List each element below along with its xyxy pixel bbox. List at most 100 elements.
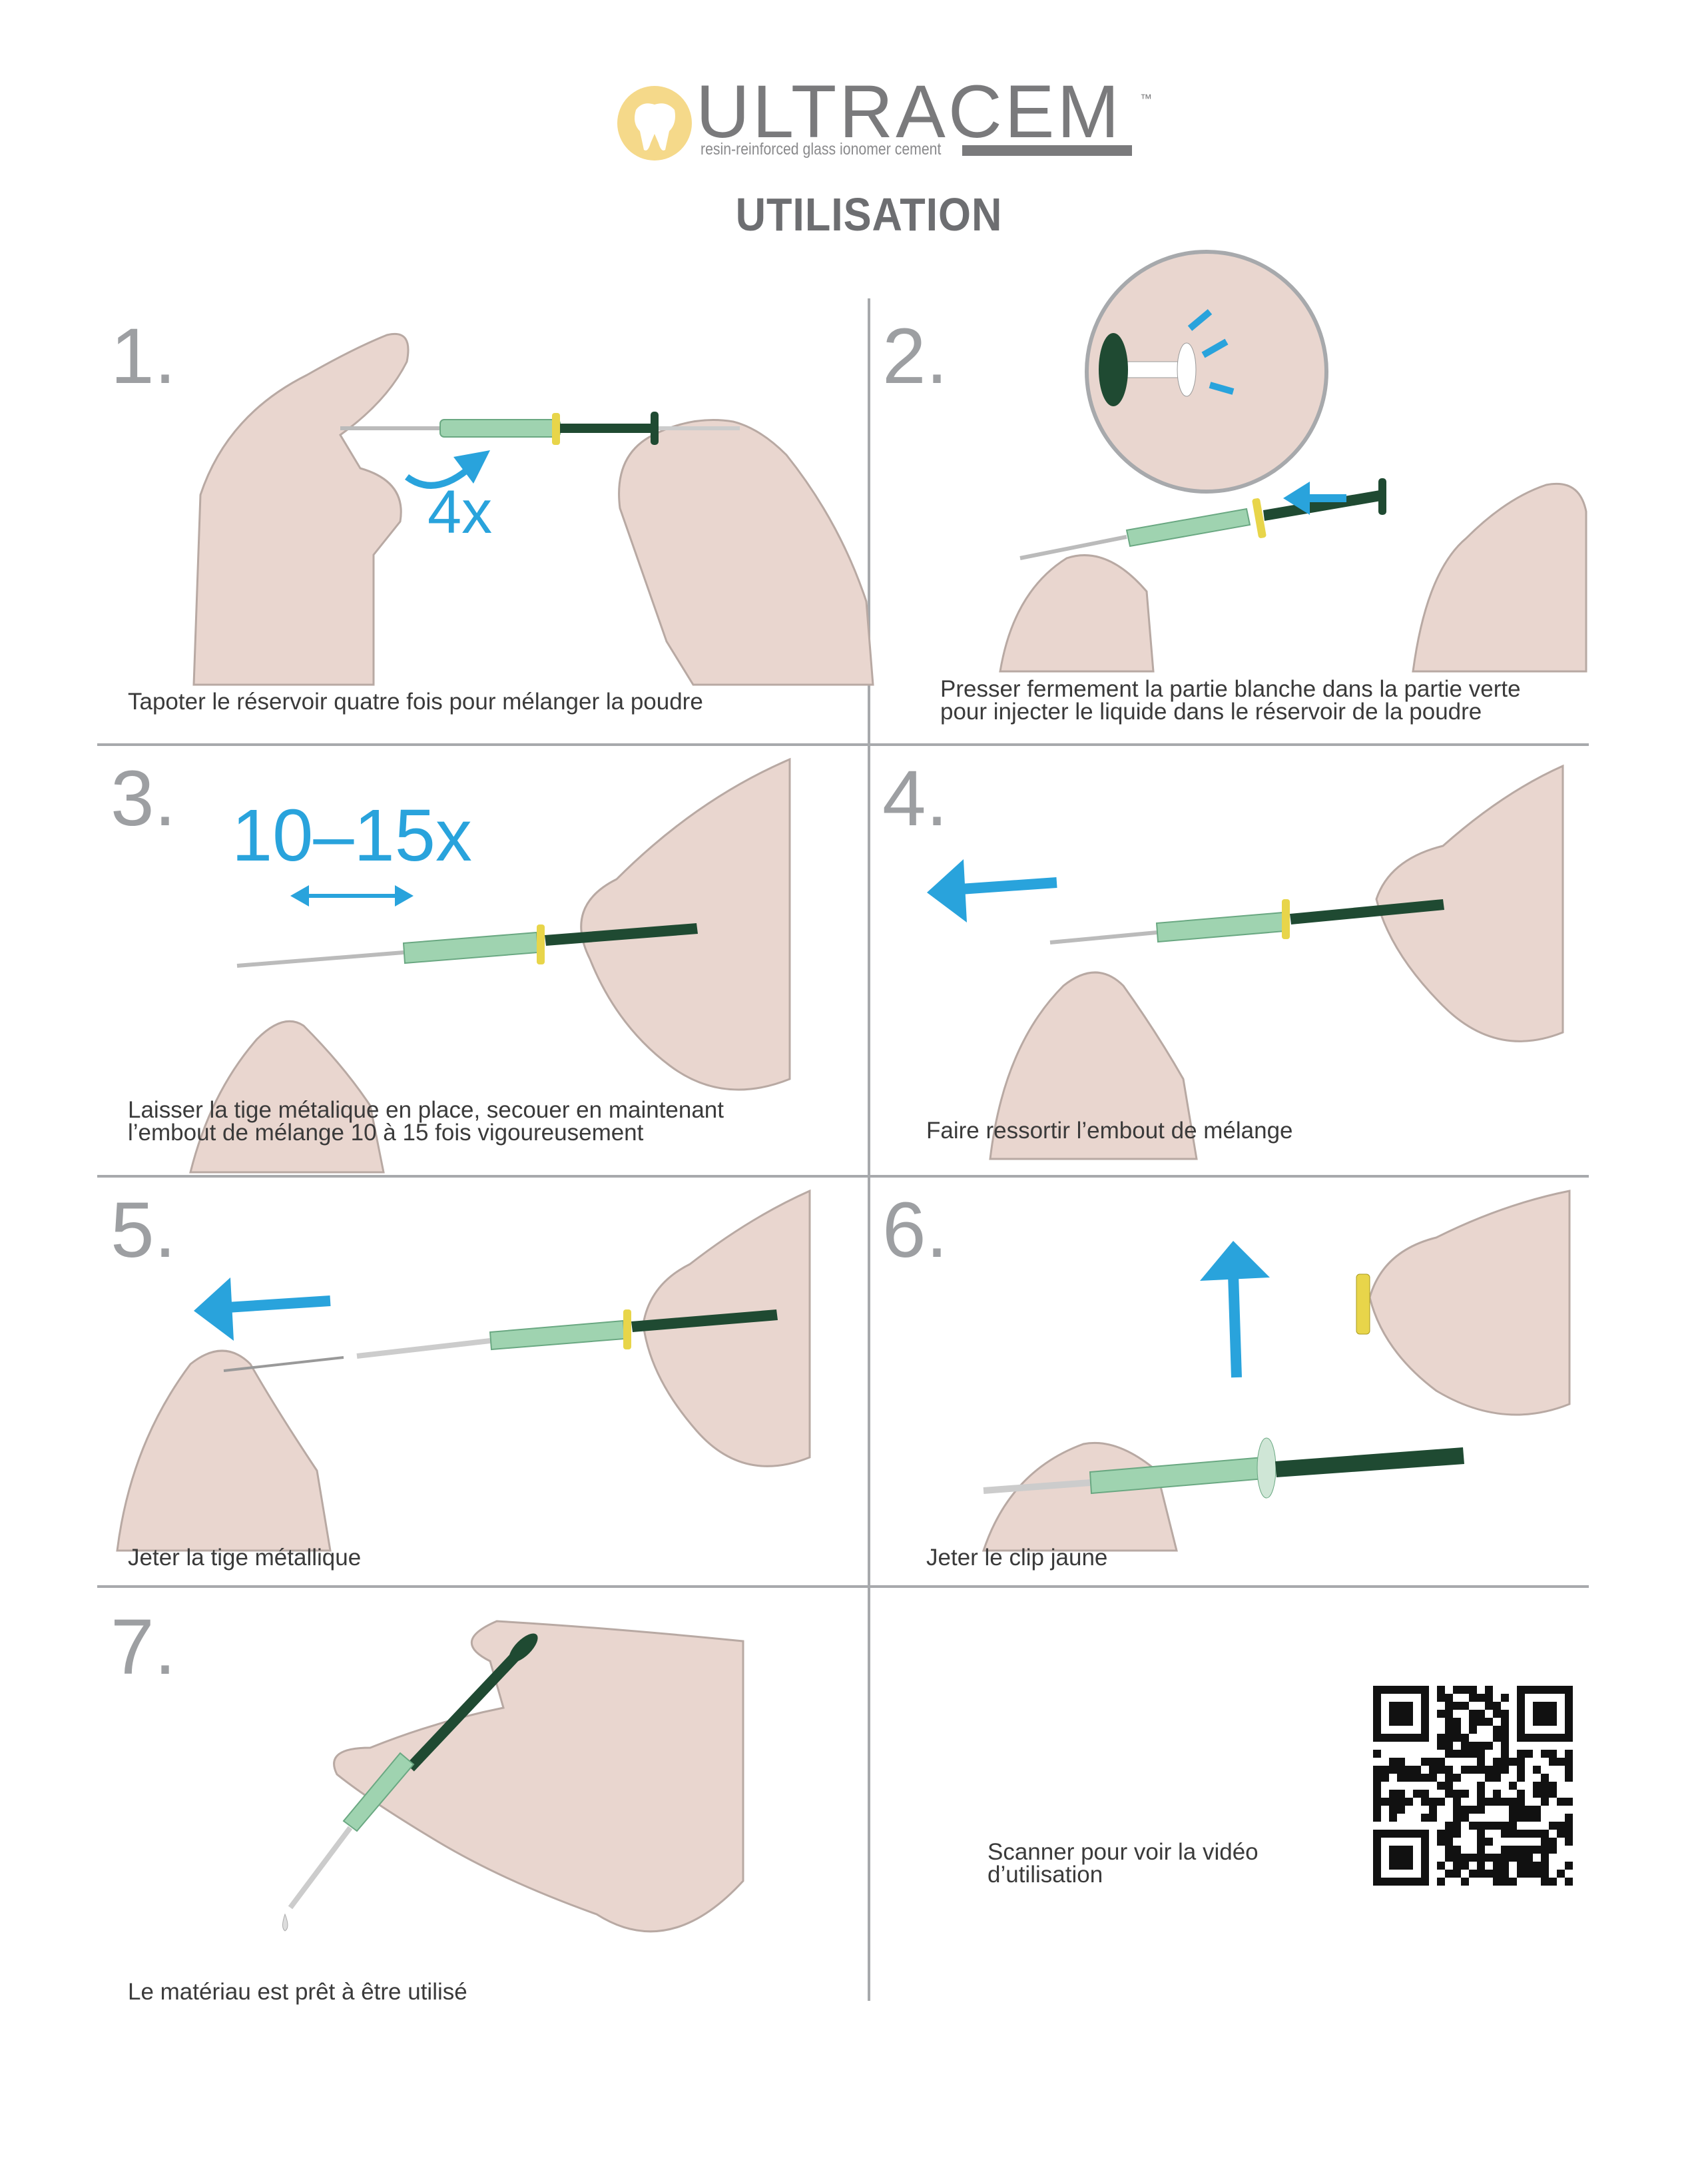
qr-panel: Scanner pour voir la vidéo d’utilisation	[870, 1588, 1588, 2001]
qr-module	[1565, 1750, 1573, 1758]
step-caption: Presser fermement la partie blanche dans…	[940, 677, 1521, 723]
step-4: 4. Faire ressortir l’embout de mélange	[870, 746, 1588, 1175]
qr-module	[1533, 1766, 1541, 1774]
qr-module	[1397, 1798, 1405, 1806]
qr-module	[1461, 1806, 1469, 1814]
qr-module	[1501, 1830, 1509, 1838]
qr-module	[1453, 1814, 1461, 1822]
qr-module	[1485, 1774, 1493, 1782]
qr-module	[1533, 1806, 1541, 1814]
qr-module	[1469, 1870, 1477, 1878]
qr-module	[1373, 1798, 1381, 1806]
qr-module	[1437, 1862, 1445, 1870]
qr-module	[1477, 1750, 1485, 1758]
qr-module	[1493, 1710, 1501, 1718]
qr-module	[1509, 1822, 1517, 1830]
qr-module	[1541, 1798, 1549, 1806]
qr-module	[1429, 1814, 1437, 1822]
qr-module	[1477, 1694, 1485, 1702]
qr-module	[1389, 1766, 1397, 1774]
qr-module	[1549, 1750, 1557, 1758]
row-divider	[97, 1585, 1589, 1588]
qr-module	[1557, 1830, 1565, 1838]
qr-module	[1565, 1814, 1573, 1822]
qr-module	[1493, 1862, 1501, 1870]
qr-module	[1469, 1854, 1477, 1862]
qr-module	[1413, 1790, 1421, 1798]
qr-module	[1501, 1822, 1509, 1830]
qr-module	[1461, 1790, 1469, 1798]
qr-module	[1485, 1854, 1493, 1862]
qr-module	[1445, 1790, 1453, 1798]
qr-module	[1501, 1798, 1509, 1806]
qr-module	[1421, 1774, 1429, 1782]
qr-module	[1517, 1766, 1525, 1774]
qr-module	[1445, 1718, 1453, 1726]
qr-module	[1565, 1822, 1573, 1830]
qr-module	[1453, 1726, 1461, 1734]
qr-module	[1541, 1782, 1549, 1790]
double-arrow-icon	[290, 885, 414, 907]
qr-module	[1421, 1814, 1429, 1822]
qr-module	[1461, 1702, 1469, 1710]
qr-module	[1557, 1758, 1565, 1766]
step-6: 6. Jeter le clip jaune	[870, 1178, 1588, 1585]
qr-module	[1445, 1750, 1453, 1758]
qr-module	[1437, 1758, 1445, 1766]
qr-module	[1373, 1766, 1381, 1774]
qr-code[interactable]	[1373, 1686, 1573, 1886]
qr-module	[1461, 1742, 1469, 1750]
qr-module	[1533, 1862, 1541, 1870]
qr-module	[1485, 1822, 1493, 1830]
qr-module	[1437, 1838, 1445, 1846]
qr-module	[1493, 1878, 1501, 1886]
qr-module	[1373, 1790, 1381, 1798]
qr-module	[1493, 1758, 1501, 1766]
qr-module	[1477, 1830, 1485, 1838]
qr-module	[1517, 1806, 1525, 1814]
qr-module	[1381, 1774, 1389, 1782]
qr-module	[1389, 1806, 1397, 1814]
qr-module	[1549, 1822, 1557, 1830]
qr-module	[1445, 1830, 1453, 1838]
qr-module	[1541, 1854, 1549, 1862]
qr-module	[1429, 1758, 1437, 1766]
qr-module	[1517, 1790, 1525, 1798]
qr-module	[1469, 1726, 1477, 1734]
qr-module	[1397, 1790, 1405, 1798]
qr-module	[1397, 1758, 1405, 1766]
qr-module	[1509, 1814, 1517, 1822]
qr-module	[1493, 1726, 1501, 1734]
qr-module	[1453, 1774, 1461, 1782]
qr-module	[1541, 1830, 1549, 1838]
qr-module	[1421, 1758, 1429, 1766]
qr-module	[1541, 1862, 1549, 1870]
qr-module	[1533, 1702, 1557, 1726]
qr-module	[1373, 1774, 1381, 1782]
qr-module	[1445, 1854, 1453, 1862]
qr-module	[1477, 1846, 1485, 1854]
qr-module	[1533, 1846, 1541, 1854]
qr-module	[1389, 1846, 1413, 1870]
qr-module	[1517, 1774, 1525, 1782]
step-number: 1.	[111, 312, 176, 400]
qr-module	[1437, 1734, 1445, 1742]
qr-module	[1501, 1862, 1509, 1870]
qr-module	[1453, 1702, 1461, 1710]
qr-module	[1549, 1790, 1557, 1798]
tap-count-label: 4x	[427, 478, 493, 546]
qr-module	[1493, 1702, 1501, 1710]
qr-module	[1453, 1830, 1461, 1838]
qr-module	[1509, 1806, 1517, 1814]
qr-module	[1477, 1854, 1485, 1862]
qr-module	[1509, 1830, 1517, 1838]
qr-module	[1501, 1758, 1509, 1766]
qr-module	[1445, 1742, 1453, 1750]
qr-module	[1557, 1798, 1565, 1806]
qr-module	[1565, 1758, 1573, 1766]
step-number: 4.	[882, 755, 948, 843]
qr-module	[1565, 1798, 1573, 1806]
qr-module	[1421, 1790, 1429, 1798]
hands-illustration	[999, 478, 1587, 673]
qr-module	[1389, 1790, 1397, 1798]
